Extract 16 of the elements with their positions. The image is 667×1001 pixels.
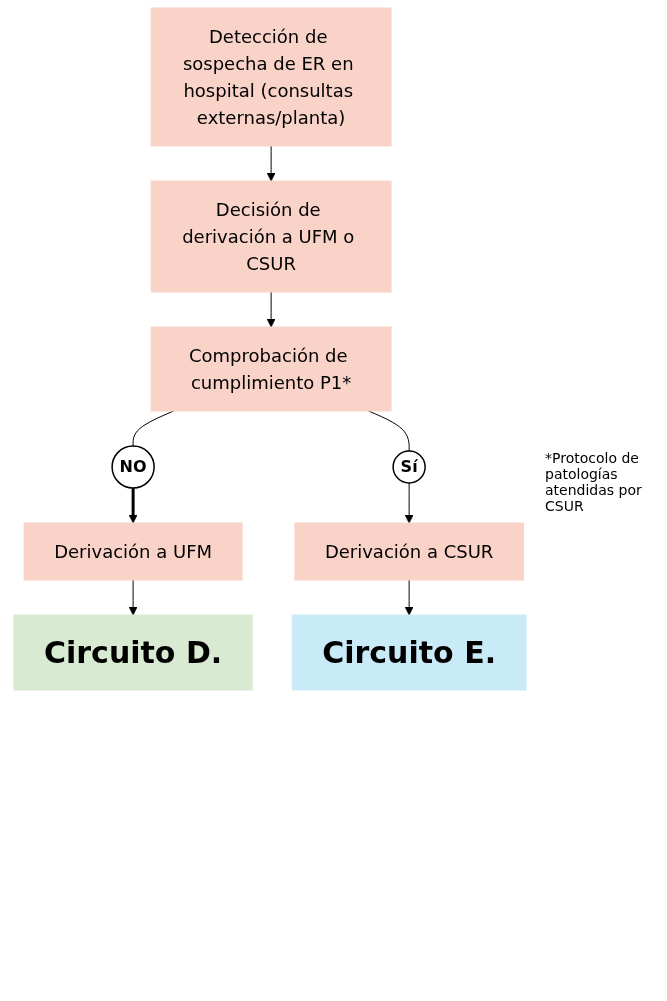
node-box: Derivación a CSUR	[294, 522, 524, 581]
arrow	[266, 291, 276, 328]
node-box: Circuito E.	[291, 614, 527, 691]
arrow	[128, 488, 138, 524]
arrow	[128, 579, 138, 616]
arrow	[266, 145, 276, 182]
footnote: *Protocolo de patologías atendidas por CSUR	[545, 450, 643, 514]
node-box: Derivación a UFM	[23, 522, 243, 581]
arrow	[404, 579, 414, 616]
arrow	[404, 482, 414, 524]
node-box: Decisión de derivación a UFM o CSUR	[150, 180, 392, 293]
node-box: Detección de sospecha de ER en hospital (consultas externas/planta)	[150, 7, 392, 147]
node-circle: Sí	[392, 450, 426, 484]
node-box: Circuito D.	[13, 614, 253, 691]
node-box: Comprobación de cumplimiento P1*	[150, 326, 392, 412]
node-circle: NO	[111, 445, 155, 489]
